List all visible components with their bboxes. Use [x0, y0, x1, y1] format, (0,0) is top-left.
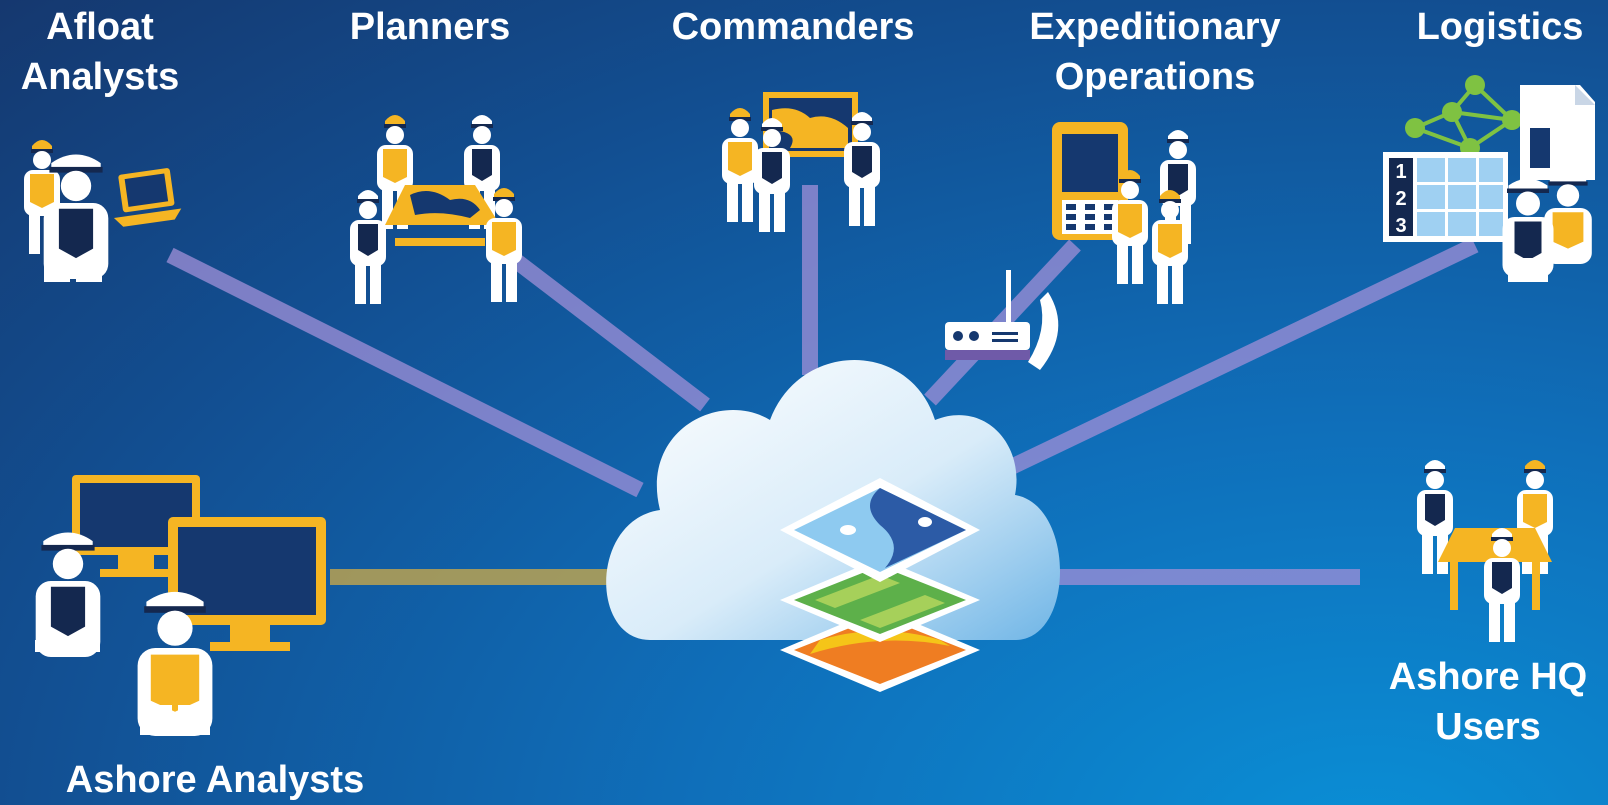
table-row-number: 1: [1395, 161, 1406, 183]
label-logistics: Logistics: [1416, 6, 1584, 48]
planners-icon: [350, 115, 522, 304]
label-line: Ashore HQ: [1388, 656, 1588, 698]
label-ashore-analysts: Ashore Analysts: [65, 759, 365, 801]
ashore-hq-users-icon: [1417, 460, 1553, 642]
label-ashore-hq-users: Ashore HQ Users: [1376, 652, 1600, 752]
label-planners: Planners: [349, 6, 511, 48]
map-table-icon: [385, 185, 500, 246]
label-line: Afloat: [46, 6, 154, 48]
ashore-analysts-icon: [35, 475, 326, 736]
label-line: Operations: [1054, 56, 1256, 98]
network-graph-icon: [1414, 82, 1516, 151]
label-afloat-analysts: Afloat Analysts: [12, 2, 188, 102]
label-line: Users: [1435, 706, 1541, 748]
label-commanders: Commanders: [671, 6, 915, 48]
laptop-icon: [113, 168, 182, 227]
handheld-device-icon: [1052, 122, 1128, 240]
label-line: Analysts: [20, 56, 180, 98]
table-row-number: 2: [1395, 188, 1406, 210]
map-layers-icon: [780, 478, 980, 692]
connector-lines: [166, 185, 1479, 585]
connector-afloat-analysts: [166, 247, 644, 498]
spreadsheet-icon: 1 2 3: [1383, 152, 1508, 242]
afloat-analysts-icon: [24, 140, 182, 282]
connector-planners: [510, 253, 710, 412]
connector-logistics: [1001, 237, 1479, 478]
commanders-icon: [722, 92, 880, 232]
cloud-icon: [606, 360, 1060, 640]
table-row-number: 3: [1395, 215, 1406, 237]
label-expeditionary-operations: Expeditionary Operations: [1005, 2, 1305, 102]
radio-router-icon: [945, 270, 1059, 370]
document-icon: [1520, 85, 1595, 180]
label-line: Expeditionary: [1029, 6, 1281, 48]
expeditionary-operations-icon: [945, 122, 1196, 370]
logistics-icon: 1 2 3: [1383, 75, 1595, 282]
